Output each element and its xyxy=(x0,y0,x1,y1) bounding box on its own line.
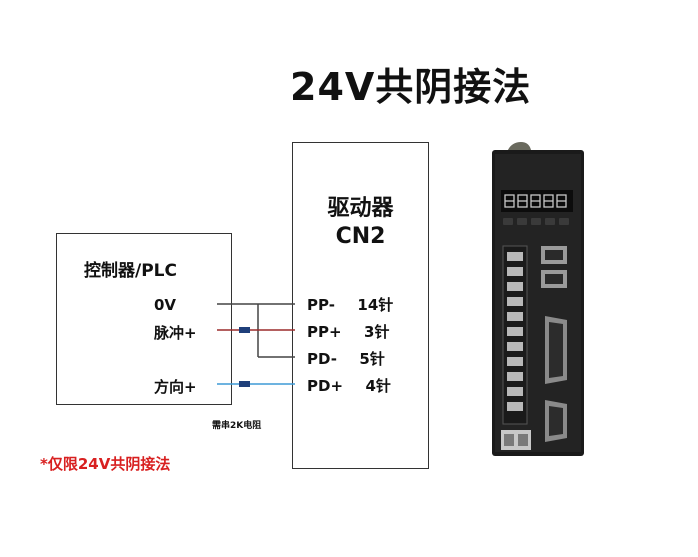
pin-name: PD+ xyxy=(307,377,344,395)
resistor-direction xyxy=(239,381,250,387)
pin-row-pd-minus: PD- 5针 xyxy=(307,348,385,369)
resistor-note: 需串2K电阻 xyxy=(212,421,262,431)
pin-number: 4针 xyxy=(365,377,391,395)
display-digits xyxy=(504,194,567,208)
pin-name: PP+ xyxy=(307,323,342,341)
driver-title: 驱动器 xyxy=(327,196,394,221)
driver-box xyxy=(292,142,429,469)
controller-box xyxy=(56,233,232,405)
keypad xyxy=(503,218,569,225)
pin-name: PD- xyxy=(307,350,337,368)
signal-label-pulse: 脉冲+ xyxy=(154,324,197,342)
servo-driver-image xyxy=(492,142,584,456)
controller-title: 控制器/PLC xyxy=(84,261,177,281)
pin-number: 5针 xyxy=(359,350,385,368)
pin-row-pp-minus: PP- 14针 xyxy=(307,294,393,315)
pin-row-pd-plus: PD+ 4针 xyxy=(307,375,391,396)
resistor-pulse xyxy=(239,327,250,333)
driver-connector-label: CN2 xyxy=(335,224,386,249)
warning-note: *仅限24V共阴接法 xyxy=(40,455,171,473)
page-title: 24V共阴接法 xyxy=(290,65,532,109)
terminal-screws xyxy=(507,252,523,411)
pin-row-pp-plus: PP+ 3针 xyxy=(307,321,389,342)
pin-number: 14针 xyxy=(357,296,394,314)
signal-label-0v: 0V xyxy=(154,296,177,314)
pin-number: 3针 xyxy=(364,323,390,341)
signal-label-direction: 方向+ xyxy=(154,378,197,396)
pin-name: PP- xyxy=(307,296,335,314)
